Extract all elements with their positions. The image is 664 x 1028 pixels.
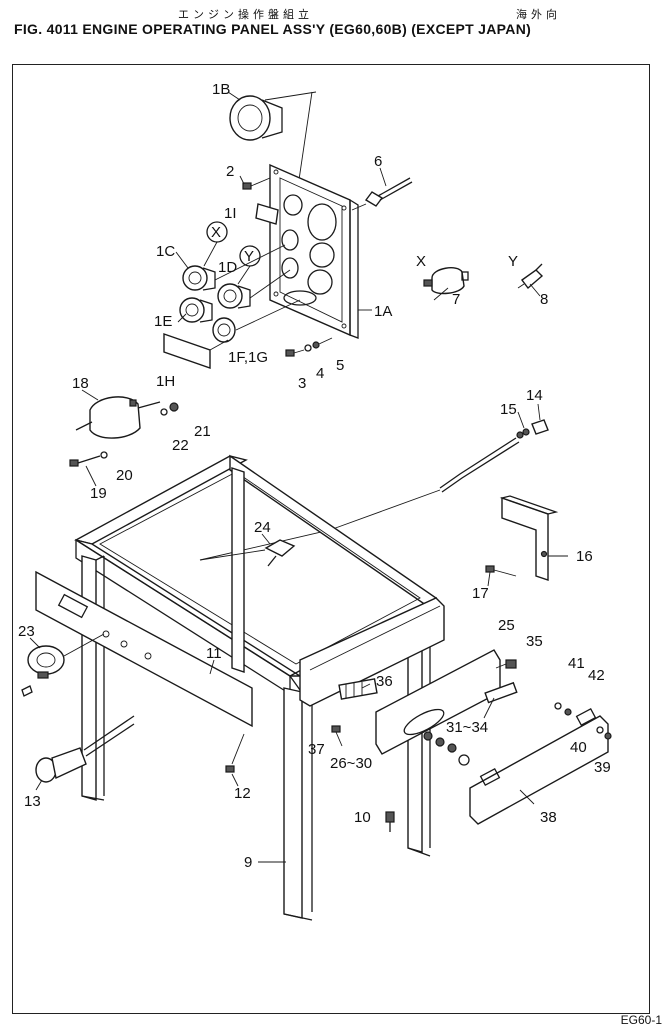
- callout-37: 37: [308, 741, 325, 758]
- screw-35-icon: [495, 659, 517, 669]
- callout-3: 3: [298, 375, 306, 392]
- cover-38: [469, 707, 609, 825]
- japanese-title-side: 海外向: [516, 8, 561, 21]
- callout-1f-1g: 1F,1G: [228, 349, 268, 366]
- callout-13: 13: [24, 793, 41, 810]
- nut-39-icon: [604, 732, 612, 740]
- callout-26-30: 26~30: [330, 755, 372, 772]
- screw-12-icon: [225, 733, 245, 773]
- callout-7: 7: [452, 291, 460, 308]
- screw-37-icon: [331, 725, 341, 733]
- callout-10: 10: [354, 809, 371, 826]
- callout-1b: 1B: [212, 81, 230, 98]
- callout-1d: 1D: [218, 259, 237, 276]
- instrument-panel-1a: [269, 163, 359, 339]
- callout-25: 25: [498, 617, 515, 634]
- callout-41: 41: [568, 655, 585, 672]
- callout-19: 19: [90, 485, 107, 502]
- nut-42-icon: [564, 708, 572, 716]
- gauge-1c-icon: [182, 265, 216, 291]
- callout-38: 38: [540, 809, 557, 826]
- callout-21: 21: [194, 423, 211, 440]
- japanese-title: エンジン操作盤組立 海外向: [0, 4, 664, 22]
- callout-1h: 1H: [156, 373, 175, 390]
- diagram-frame: [12, 64, 650, 1014]
- stand-frame-9: [74, 454, 445, 921]
- plate-1h-icon: [163, 333, 229, 369]
- callout-1c: 1C: [156, 243, 175, 260]
- callout-9: 9: [244, 854, 252, 871]
- switch-8-icon: [517, 263, 544, 290]
- callout-12: 12: [234, 785, 251, 802]
- callout-5: 5: [336, 357, 344, 374]
- callout-22: 22: [172, 437, 189, 454]
- callout-x2: X: [416, 253, 426, 270]
- cable-6-icon: [351, 177, 413, 211]
- figure-title: FIG. 4011 ENGINE OPERATING PANEL ASS'Y (…: [14, 21, 532, 37]
- callout-39: 39: [594, 759, 611, 776]
- gauge-1d-icon: [217, 283, 251, 309]
- callout-14: 14: [526, 387, 543, 404]
- washer-22-icon: [160, 408, 168, 416]
- callout-2: 2: [226, 163, 234, 180]
- callout-31-34: 31~34: [446, 719, 488, 736]
- screw-17-icon: [485, 565, 517, 577]
- bolt-10-icon: [385, 811, 395, 832]
- nut-21-icon: [169, 402, 179, 412]
- switch-7-icon: [423, 267, 469, 295]
- callout-35: 35: [526, 633, 543, 650]
- callout-11: 11: [206, 645, 222, 662]
- callout-1e: 1E: [154, 313, 172, 330]
- side-panel-25: [375, 649, 501, 766]
- callout-23: 23: [18, 623, 35, 640]
- callout-1a: 1A: [374, 303, 392, 320]
- callout-16: 16: [576, 548, 593, 565]
- callout-15: 15: [500, 401, 517, 418]
- callout-y: Y: [244, 248, 254, 265]
- washer-41-icon: [554, 702, 562, 710]
- gauge-1e-icon: [179, 297, 213, 323]
- callout-y2: Y: [508, 253, 518, 270]
- gauge-1f-icon: [212, 317, 236, 343]
- callout-42: 42: [588, 667, 605, 684]
- callout-6: 6: [374, 153, 382, 170]
- page-code: EG60-1: [620, 1013, 662, 1027]
- key-switch-23-icon: [21, 633, 105, 697]
- callout-40: 40: [570, 739, 587, 756]
- part-18-icon: [75, 396, 161, 439]
- japanese-title-main: エンジン操作盤組立: [178, 8, 313, 21]
- callout-17: 17: [472, 585, 489, 602]
- leader-lines: [29, 91, 568, 863]
- screw-3-4-5-icon: [285, 337, 333, 357]
- callout-8: 8: [540, 291, 548, 308]
- callout-1i: 1I: [224, 205, 237, 222]
- callout-20: 20: [116, 467, 133, 484]
- screw-2-icon: [242, 177, 271, 190]
- cable-13-icon: [35, 715, 135, 783]
- connector-36-icon: [338, 678, 378, 700]
- callout-24: 24: [254, 519, 271, 536]
- label-1i-icon: [255, 203, 279, 225]
- callout-4: 4: [316, 365, 324, 382]
- washer-40-icon: [596, 726, 604, 734]
- bolt-19-20-icon: [69, 451, 108, 467]
- gauge-1b-icon: [229, 95, 283, 141]
- part-24-icon: [199, 539, 296, 567]
- callout-18: 18: [72, 375, 89, 392]
- front-panel-11: [35, 570, 253, 728]
- callout-x: X: [211, 224, 221, 241]
- bracket-16-icon: [499, 495, 559, 581]
- callout-36: 36: [376, 673, 393, 690]
- cable-14-15-icon: [439, 419, 549, 493]
- coil-31-34-icon: [484, 681, 518, 704]
